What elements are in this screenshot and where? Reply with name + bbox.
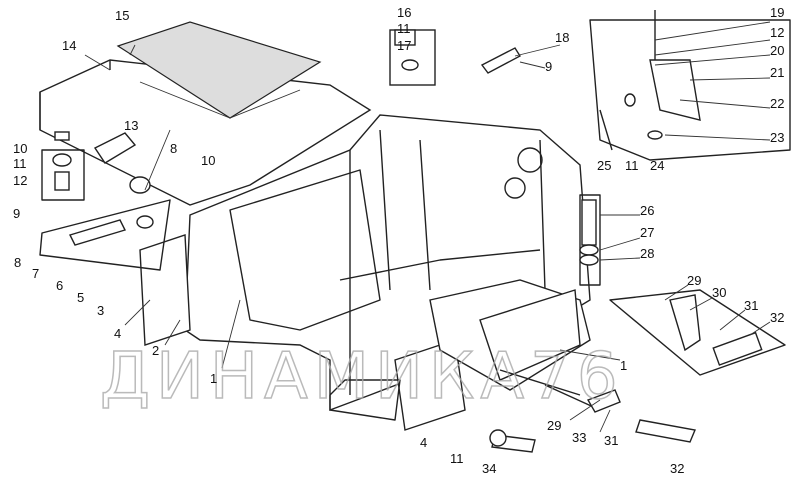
right-hardware-box [609, 289, 786, 376]
callout-29: 29 [687, 273, 701, 288]
callout-4: 4 [114, 326, 121, 341]
callout-10: 10 [201, 153, 215, 168]
callout-32: 32 [770, 310, 784, 325]
callout-33: 33 [572, 430, 586, 445]
callout-4: 4 [420, 435, 427, 450]
callout-17: 17 [397, 38, 411, 53]
callout-14: 14 [62, 38, 76, 53]
callout-32: 32 [670, 461, 684, 476]
callout-11: 11 [397, 21, 411, 36]
callout-27: 27 [640, 225, 654, 240]
callout-18: 18 [555, 30, 569, 45]
callout-10: 10 [13, 141, 27, 156]
callout-15: 15 [115, 8, 129, 23]
callout-26: 26 [640, 203, 654, 218]
callout-12: 12 [770, 25, 784, 40]
callout-8: 8 [170, 141, 177, 156]
callout-5: 5 [77, 290, 84, 305]
panel-4 [139, 234, 191, 346]
callout-29: 29 [547, 418, 561, 433]
callout-1: 1 [620, 358, 627, 373]
callout-31: 31 [744, 298, 758, 313]
callout-11: 11 [13, 156, 27, 171]
hinge-group-box [589, 19, 791, 161]
callout-6: 6 [56, 278, 63, 293]
callout-20: 20 [770, 43, 784, 58]
callout-22: 22 [770, 96, 784, 111]
callout-19: 19 [770, 5, 784, 20]
callout-25: 25 [597, 158, 611, 173]
callout-3: 3 [97, 303, 104, 318]
callout-31: 31 [604, 433, 618, 448]
callout-11: 11 [625, 158, 639, 173]
callout-34: 34 [482, 461, 496, 476]
callout-2: 2 [152, 343, 159, 358]
callout-13: 13 [124, 118, 138, 133]
callout-7: 7 [32, 266, 39, 281]
callout-12: 12 [13, 173, 27, 188]
callout-1: 1 [210, 371, 217, 386]
callout-11: 11 [450, 451, 464, 466]
callout-28: 28 [640, 246, 654, 261]
callout-16: 16 [397, 5, 411, 20]
lid-15 [116, 21, 322, 119]
parts-drawing [39, 10, 791, 453]
callout-9: 9 [545, 59, 552, 74]
watermark-text: ДИНАМИКА76 [100, 340, 624, 414]
callout-30: 30 [712, 285, 726, 300]
callout-24: 24 [650, 158, 664, 173]
callout-23: 23 [770, 130, 784, 145]
callout-21: 21 [770, 65, 784, 80]
link-group-box [39, 199, 171, 271]
callout-9: 9 [13, 206, 20, 221]
callout-8: 8 [14, 255, 21, 270]
panel-4b [394, 339, 466, 431]
